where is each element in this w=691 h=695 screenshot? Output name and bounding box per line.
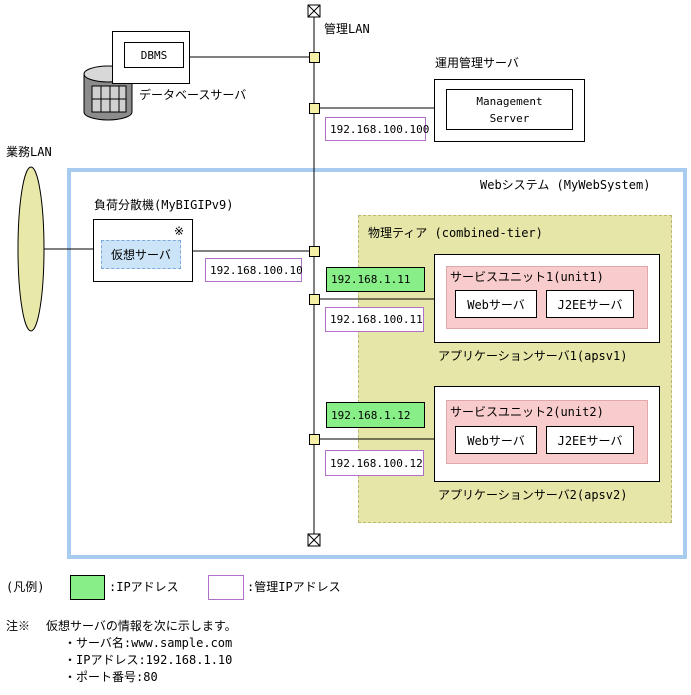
apsv1-caption: アプリケーションサーバ1(apsv1): [438, 349, 628, 363]
mgmt-lan-node-load-balancer: [309, 246, 320, 257]
legend-title: (凡例): [6, 580, 45, 594]
mgmt-server-name-line2: Server: [489, 111, 530, 125]
mgmt-lan-top-terminator: [307, 4, 321, 18]
apsv2-ip: 192.168.1.12: [326, 402, 425, 428]
web-system-title: Webシステム (MyWebSystem): [480, 178, 651, 192]
note-text: 仮想サーバの情報を次に示します。: [46, 619, 237, 633]
apsv2-j2ee-server: J2EEサーバ: [546, 426, 634, 454]
mgmt-server-mgmt-ip: 192.168.100.100: [325, 117, 429, 141]
legend-ip-swatch: [70, 575, 105, 600]
apsv1-web-server-label: Webサーバ: [467, 297, 525, 312]
virtual-server-box: 仮想サーバ: [101, 240, 181, 269]
mgmt-lan-node-mgmt-server: [309, 103, 320, 114]
service-unit-1-label: サービスユニット1(unit1): [450, 270, 604, 284]
mgmt-lan-node-apsv2: [309, 434, 320, 445]
mgmt-lan-node-dbms: [309, 52, 320, 63]
load-balancer-note-mark: ※: [174, 224, 185, 238]
apsv1-j2ee-server-label: J2EEサーバ: [557, 297, 623, 312]
load-balancer-title: 負荷分散機(MyBIGIPv9): [94, 198, 234, 212]
load-balancer-mgmt-ip: 192.168.100.10: [205, 258, 303, 282]
database-server-label: データベースサーバ: [139, 88, 247, 102]
legend-mgmt-ip-swatch: [208, 575, 244, 600]
note-item-ip-address: ・IPアドレス:192.168.1.10: [64, 653, 233, 667]
mgmt-lan-node-apsv1: [309, 294, 320, 305]
legend-mgmt-ip-label: :管理IPアドレス: [247, 580, 341, 594]
apsv2-j2ee-server-label: J2EEサーバ: [557, 433, 623, 448]
apsv2-caption: アプリケーションサーバ2(apsv2): [438, 488, 628, 502]
apsv2-web-server-label: Webサーバ: [467, 433, 525, 448]
note-item-server-name: ・サーバ名:www.sample.com: [64, 636, 233, 650]
mgmt-lan-label: 管理LAN: [324, 22, 370, 36]
tier-title: 物理ティア (combined-tier): [368, 226, 543, 240]
business-lan-ellipse: [17, 166, 45, 332]
apsv1-ip: 192.168.1.11: [326, 267, 425, 292]
service-unit-2-label: サービスユニット2(unit2): [450, 405, 604, 419]
dbms-box: DBMS: [124, 42, 184, 68]
apsv2-web-server: Webサーバ: [455, 426, 537, 454]
apsv1-j2ee-server: J2EEサーバ: [546, 290, 634, 318]
legend-ip-label: :IPアドレス: [109, 580, 179, 594]
apsv1-web-server: Webサーバ: [455, 290, 537, 318]
note-mark: 注※: [6, 619, 31, 633]
virtual-server-label: 仮想サーバ: [111, 248, 171, 262]
mgmt-server-inner-box: Management Server: [446, 89, 573, 130]
mgmt-server-name-line1: Management: [476, 94, 543, 108]
mgmt-server-title: 運用管理サーバ: [435, 56, 519, 70]
mgmt-lan-bottom-terminator: [307, 533, 321, 547]
web-system-boundary: [67, 168, 687, 559]
note-item-port-number: ・ポート番号:80: [64, 670, 158, 684]
apsv1-mgmt-ip: 192.168.100.11: [325, 307, 424, 332]
apsv2-mgmt-ip: 192.168.100.12: [325, 450, 424, 476]
business-lan-label: 業務LAN: [6, 145, 52, 159]
dbms-label: DBMS: [140, 48, 168, 62]
